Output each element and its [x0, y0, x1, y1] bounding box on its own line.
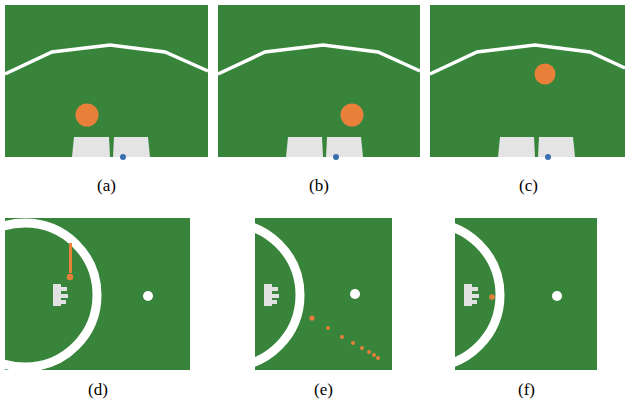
camera-view [430, 5, 625, 160]
panel-label: (e) [314, 381, 333, 398]
panel-label: (a) [97, 177, 116, 194]
field-map [455, 218, 597, 370]
field-map [255, 218, 392, 370]
panel-label: (b) [309, 177, 329, 194]
field-map [5, 218, 190, 370]
panel-label: (d) [88, 381, 108, 398]
camera-view [5, 5, 208, 160]
panel-label: (c) [519, 177, 538, 194]
camera-view [218, 5, 420, 160]
panel-label: (f) [518, 381, 535, 398]
